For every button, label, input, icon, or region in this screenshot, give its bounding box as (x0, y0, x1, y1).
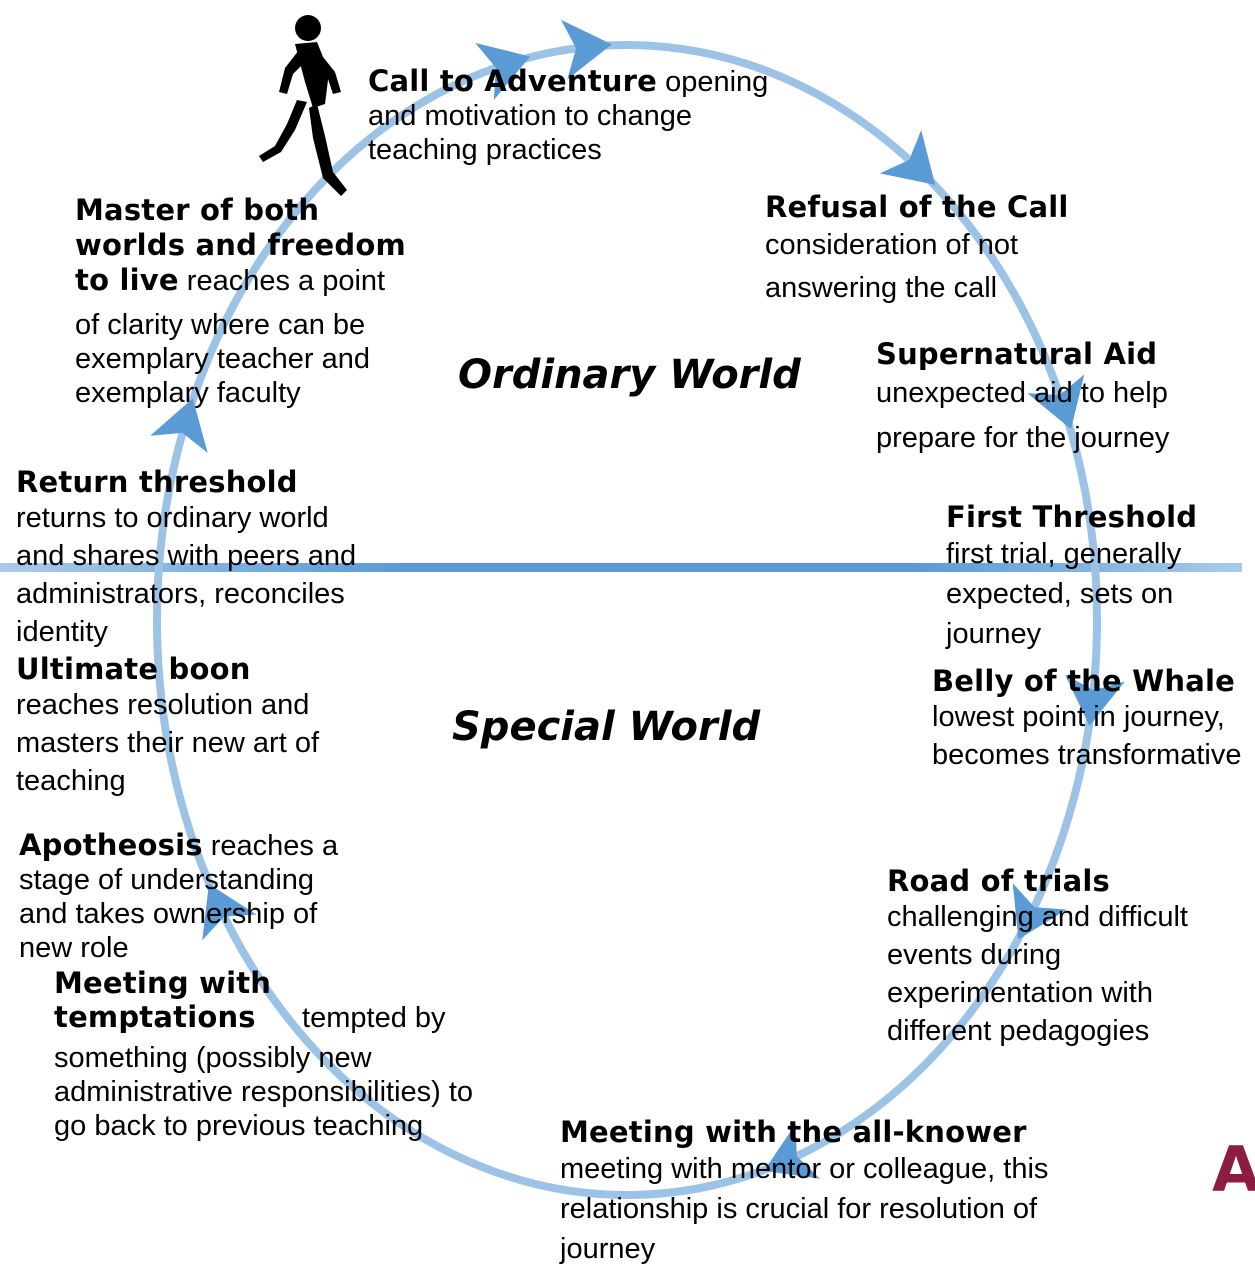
stage-title: Call to Adventure (368, 64, 658, 98)
stage-desc-inline: tempted by (294, 1002, 446, 1034)
ordinary-world-label: Ordinary World (458, 352, 801, 398)
world-divider (0, 563, 1242, 572)
stage-desc: meeting with mentor or colleague, this r… (560, 1153, 1049, 1265)
stage-road-of-trials: Road of trials challenging and difficult… (887, 864, 1237, 1050)
stage-master-of-both-worlds: Master of both worlds and freedom to liv… (75, 193, 425, 410)
stage-desc-inline: opening (657, 66, 769, 98)
arrowhead-2 (879, 130, 936, 185)
stage-desc: first trial, generally expected, sets on… (946, 538, 1182, 650)
stage-desc-inline: reaches a (202, 830, 339, 862)
stage-desc: reaches resolution and masters their new… (16, 689, 319, 797)
stage-title: Master of both worlds and freedom to liv… (75, 193, 406, 297)
stage-meeting-with-the-all-knower: Meeting with the all-knower meeting with… (560, 1115, 1120, 1269)
university-logo: A (1212, 1140, 1255, 1200)
stage-supernatural-aid: Supernatural Aid unexpected aid to help … (876, 337, 1236, 461)
journey-ring (153, 41, 1101, 1199)
arrowhead-4 (1065, 674, 1125, 726)
arrowhead-1 (560, 19, 612, 80)
stage-desc: consideration of not answering the call (765, 229, 1019, 304)
arrowhead-9 (475, 42, 531, 100)
stage-return-threshold: Return threshold returns to ordinary wor… (16, 465, 376, 651)
stage-title: Ultimate boon (16, 652, 251, 686)
stage-title: First Threshold (946, 500, 1198, 534)
stage-apotheosis: Apotheosis reaches a stage of understand… (19, 828, 389, 965)
stage-desc: lowest point in journey, becomes transfo… (932, 701, 1242, 771)
stage-title: Apotheosis (19, 828, 203, 862)
stage-desc-inline: reaches a point (178, 265, 386, 297)
stage-ultimate-boon: Ultimate boon reaches resolution and mas… (16, 652, 376, 800)
arrowhead-6 (763, 1123, 821, 1179)
arrowhead-5 (1012, 883, 1067, 940)
special-world-label: Special World (452, 704, 761, 750)
stage-call-to-adventure: Call to Adventure opening and motivation… (368, 64, 808, 167)
stage-desc: returns to ordinary world and shares wit… (16, 502, 357, 648)
stage-desc: stage of understanding and takes ownersh… (19, 864, 318, 964)
stage-title: Refusal of the Call (765, 190, 1069, 224)
stage-desc: of clarity where can be exemplary teache… (75, 309, 370, 409)
arrowhead-7 (202, 883, 257, 941)
stage-title: Supernatural Aid (876, 337, 1158, 371)
stage-title: Meeting with temptations (54, 966, 272, 1034)
stage-desc: and motivation to change teaching practi… (368, 100, 693, 166)
stage-desc: unexpected aid to help prepare for the j… (876, 377, 1170, 454)
stage-meeting-with-temptations: Meeting with temptations tempted by some… (54, 966, 494, 1143)
stage-refusal-of-the-call: Refusal of the Call consideration of not… (765, 190, 1135, 310)
stage-title: Road of trials (887, 864, 1110, 898)
stage-first-threshold: First Threshold first trial, generally e… (946, 500, 1246, 654)
arrowhead-8 (150, 398, 208, 453)
stage-desc: challenging and difficult events during … (887, 901, 1188, 1047)
stage-title: Return threshold (16, 465, 298, 499)
stage-belly-of-the-whale: Belly of the Whale lowest point in journ… (932, 664, 1252, 774)
stage-desc: something (possibly new administrative r… (54, 1042, 474, 1142)
arrowhead-3 (1027, 374, 1085, 430)
runner-icon (259, 15, 347, 196)
stage-title: Meeting with the all-knower (560, 1115, 1027, 1149)
logo-letter: A (1212, 1140, 1255, 1200)
journey-arrows (150, 19, 1125, 1179)
stage-title: Belly of the Whale (932, 664, 1235, 698)
